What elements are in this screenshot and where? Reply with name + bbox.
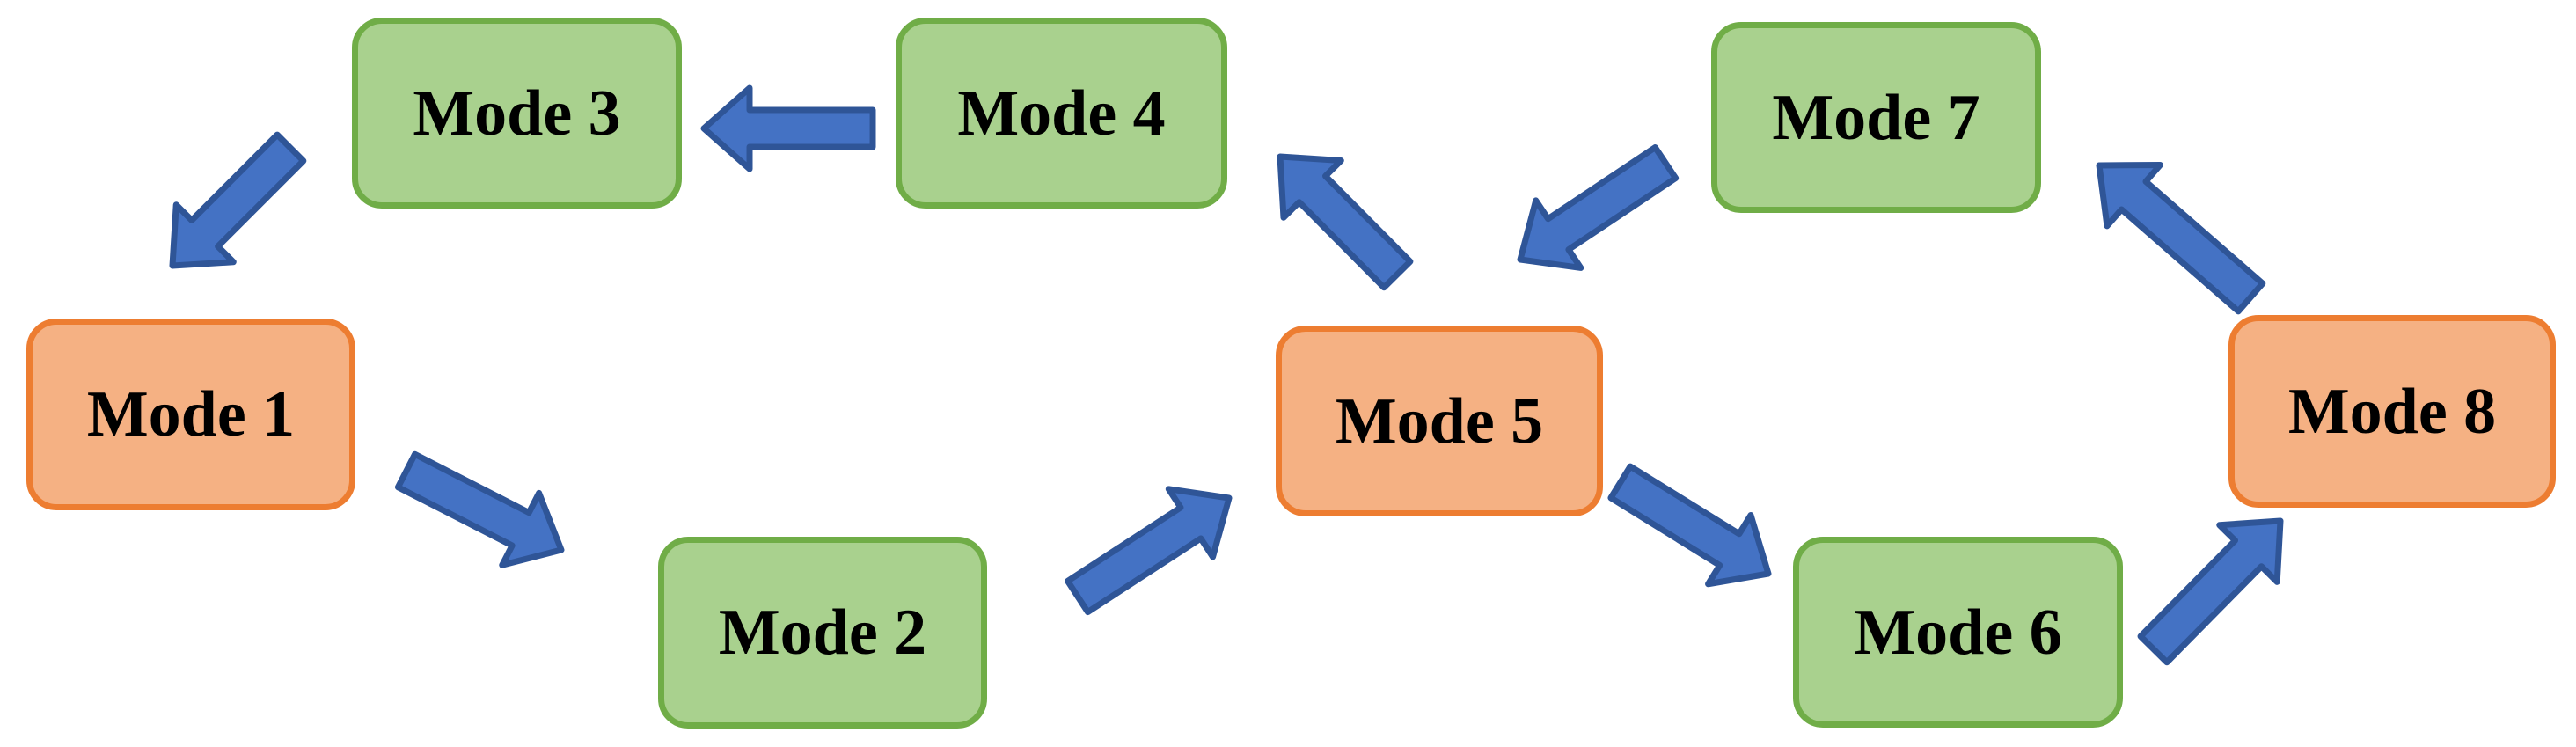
node-mode-3-label: Mode 3 [413, 77, 621, 150]
arrow-mode5-to-mode4 [1277, 153, 1414, 291]
node-mode-6: Mode 6 [1793, 537, 2123, 728]
node-mode-1: Mode 1 [26, 319, 355, 510]
node-mode-6-label: Mode 6 [1854, 596, 2062, 669]
node-mode-4-label: Mode 4 [957, 77, 1166, 150]
node-mode-7: Mode 7 [1711, 22, 2041, 213]
arrow-mode5-to-mode6 [1607, 463, 1772, 588]
node-mode-2: Mode 2 [658, 537, 987, 729]
arrow-mode3-to-mode1 [169, 131, 307, 269]
node-mode-5-label: Mode 5 [1335, 384, 1544, 458]
node-mode-1-label: Mode 1 [86, 378, 296, 450]
node-mode-3: Mode 3 [352, 18, 682, 209]
node-mode-4: Mode 4 [896, 18, 1227, 209]
arrow-mode1-to-mode2 [394, 450, 565, 568]
node-mode-2-label: Mode 2 [718, 597, 927, 669]
arrow-mode6-to-mode8 [2137, 517, 2284, 666]
arrow-mode2-to-mode5 [1065, 486, 1233, 616]
arrow-mode7-to-mode5 [1517, 144, 1680, 271]
arrow-mode8-to-mode7 [2096, 162, 2266, 315]
node-mode-5: Mode 5 [1276, 326, 1603, 516]
arrow-mode4-to-mode3 [700, 84, 876, 172]
node-mode-8-label: Mode 8 [2287, 375, 2497, 448]
node-mode-8: Mode 8 [2228, 315, 2556, 508]
node-mode-7-label: Mode 7 [1772, 81, 1980, 154]
